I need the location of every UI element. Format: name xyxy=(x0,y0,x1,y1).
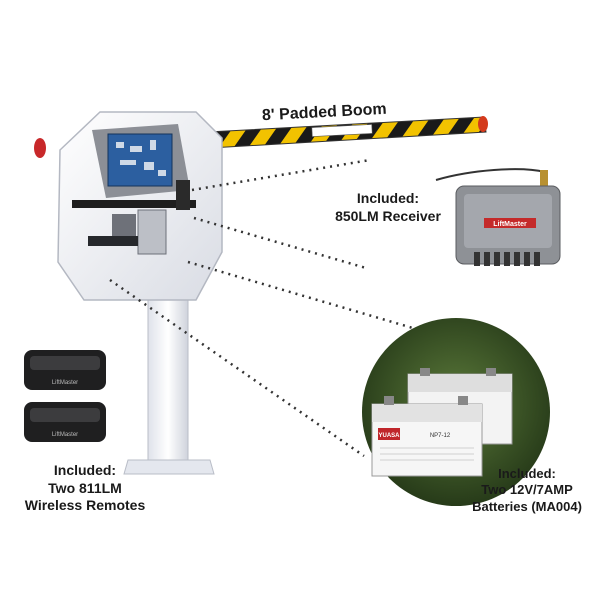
remote-bottom: LiftMaster xyxy=(24,402,106,442)
battery-model: NP7-12 xyxy=(430,433,451,439)
receiver-label-line1: Included: xyxy=(356,190,420,206)
remote-top: LiftMaster xyxy=(24,350,106,390)
receiver-brand: LiftMaster xyxy=(493,221,527,228)
padded-boom xyxy=(207,116,488,149)
remote-bottom-brand: LiftMaster xyxy=(52,432,78,438)
batteries-group: YUASA NP7-12 xyxy=(362,318,550,506)
battery-brand: YUASA xyxy=(378,433,400,439)
remote-top-brand: LiftMaster xyxy=(52,380,78,386)
batteries-label-line3: Batteries (MA004) xyxy=(472,498,582,514)
batteries-label-line2: Two 12V/7AMP xyxy=(481,482,573,498)
receiver-label: Included: 850LM Receiver xyxy=(318,190,458,225)
gate-operator-housing xyxy=(34,111,223,475)
receiver-label-line2: 850LM Receiver xyxy=(335,207,441,224)
receiver-unit: LiftMaster xyxy=(435,168,561,266)
remotes-label-line1: Included: xyxy=(53,462,117,478)
batteries-label: Included: Two 12V/7AMP Batteries (MA004) xyxy=(452,466,602,515)
remotes-label-line3: Wireless Remotes xyxy=(24,497,146,513)
batteries-label-line1: Included: xyxy=(498,466,556,481)
remotes-label-line2: Two 811LM xyxy=(48,479,122,496)
leader-lines xyxy=(109,158,441,458)
remotes-label: Included: Two 811LM Wireless Remotes xyxy=(20,462,150,515)
